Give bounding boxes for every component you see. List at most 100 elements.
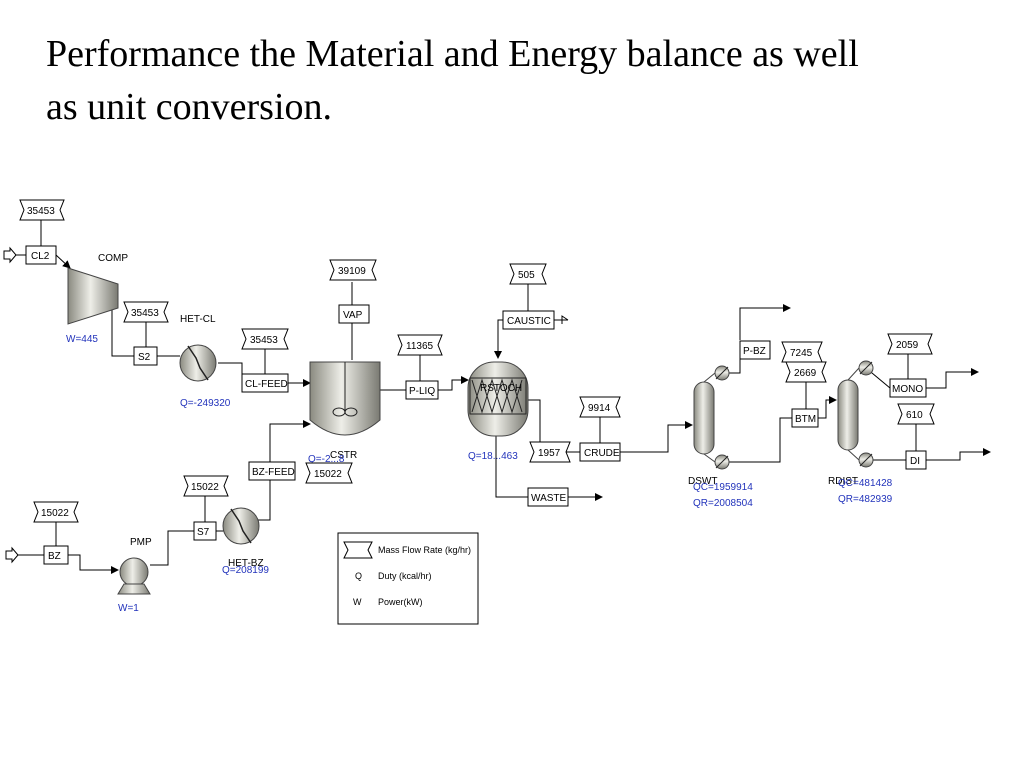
svg-text:S7: S7 bbox=[197, 527, 210, 538]
svg-text:7245: 7245 bbox=[790, 348, 813, 359]
column-rdist[interactable] bbox=[837, 360, 874, 468]
stream-crude[interactable]: CRUDE bbox=[579, 442, 621, 462]
flow-tag-cl-feed: 35453 bbox=[241, 328, 289, 374]
svg-text:35453: 35453 bbox=[131, 308, 159, 319]
stream-vap[interactable]: VAP bbox=[338, 304, 370, 324]
stream-s2[interactable]: S2 bbox=[133, 346, 158, 366]
pmp-label: PMP bbox=[130, 537, 152, 548]
svg-text:9914: 9914 bbox=[588, 403, 611, 414]
flow-tag-btm: 2669 bbox=[785, 361, 827, 409]
slide-title: Performance the Material and Energy bala… bbox=[46, 28, 996, 134]
het-bz-duty: Q=208199 bbox=[222, 565, 269, 576]
stream-p-bz[interactable]: P-BZ bbox=[739, 340, 771, 360]
svg-text:610: 610 bbox=[906, 410, 923, 421]
stream-lines bbox=[10, 254, 991, 574]
svg-text:15022: 15022 bbox=[314, 469, 342, 480]
legend-w-symbol: W bbox=[353, 597, 362, 607]
stream-caustic[interactable]: CAUSTIC bbox=[502, 310, 555, 330]
svg-text:DI: DI bbox=[910, 456, 920, 467]
svg-text:2059: 2059 bbox=[896, 340, 919, 351]
svg-text:CL-FEED: CL-FEED bbox=[245, 379, 288, 390]
flow-tag-caustic: 505 bbox=[509, 263, 547, 311]
het-cl-duty: Q=-249320 bbox=[180, 398, 231, 409]
het-bz-label: HET-BZ bbox=[228, 558, 264, 569]
svg-text:1957: 1957 bbox=[538, 448, 561, 459]
svg-text:11365: 11365 bbox=[406, 341, 434, 352]
svg-text:505: 505 bbox=[518, 270, 535, 281]
flow-tag-waste: 1957 bbox=[529, 441, 571, 463]
svg-text:BTM: BTM bbox=[795, 414, 816, 425]
stream-btm[interactable]: BTM bbox=[791, 408, 819, 428]
stream-cl-feed[interactable]: CL-FEED bbox=[241, 373, 289, 393]
caustic-inlet-arrow bbox=[561, 315, 569, 324]
stream-s7[interactable]: S7 bbox=[193, 521, 217, 541]
svg-text:P-LIQ: P-LIQ bbox=[409, 386, 435, 397]
svg-text:CL2: CL2 bbox=[31, 251, 50, 262]
flow-tag-bz: 15022 bbox=[33, 501, 79, 546]
stream-p-liq[interactable]: P-LIQ bbox=[405, 380, 439, 400]
flow-tag-vap: 39109 bbox=[329, 259, 377, 281]
cl2-inlet-arrow bbox=[3, 246, 17, 264]
flow-tag-mono: 2059 bbox=[887, 333, 933, 379]
dswt-condenser-duty: QC=1959914 bbox=[693, 482, 753, 493]
heater-het-bz[interactable] bbox=[222, 507, 260, 545]
cstr-duty: Q=-2...8 bbox=[308, 454, 345, 465]
stream-waste[interactable]: WASTE bbox=[527, 487, 569, 507]
rdist-label: RDIST bbox=[828, 476, 858, 487]
flow-tag-p-bz: 7245 bbox=[781, 341, 823, 363]
svg-text:35453: 35453 bbox=[250, 335, 278, 346]
svg-text:2669: 2669 bbox=[794, 368, 817, 379]
slide-title-line-2: as unit conversion. bbox=[46, 86, 333, 128]
het-cl-label: HET-CL bbox=[180, 314, 216, 325]
stream-bz-feed[interactable]: BZ-FEED bbox=[248, 461, 296, 481]
comp-power: W=445 bbox=[66, 334, 98, 345]
flow-tag-p-liq: 11365 bbox=[397, 334, 443, 381]
svg-text:35453: 35453 bbox=[27, 206, 55, 217]
flow-tag-di: 610 bbox=[897, 403, 935, 425]
flow-tag-cl2: 35453 bbox=[19, 199, 65, 246]
slide-title-line-1: Performance the Material and Energy bala… bbox=[46, 33, 859, 75]
legend-flow-tag-icon bbox=[343, 541, 373, 559]
column-dswt[interactable] bbox=[693, 365, 730, 470]
svg-text:VAP: VAP bbox=[343, 310, 363, 321]
legend-duty: Duty (kcal/hr) bbox=[378, 571, 432, 581]
rdist-condenser-duty: QC=481428 bbox=[838, 478, 893, 489]
svg-text:P-BZ: P-BZ bbox=[743, 346, 766, 357]
heater-het-cl[interactable] bbox=[179, 344, 217, 382]
svg-text:MONO: MONO bbox=[892, 384, 923, 395]
svg-text:15022: 15022 bbox=[41, 508, 69, 519]
legend-power: Power(kW) bbox=[378, 597, 423, 607]
rdist-reboiler-duty: QR=482939 bbox=[838, 494, 893, 505]
reactor-rstoch[interactable] bbox=[467, 361, 529, 437]
bz-inlet-arrow bbox=[5, 546, 19, 564]
dswt-reboiler-duty: QR=2008504 bbox=[693, 498, 753, 509]
stream-di[interactable]: DI bbox=[905, 450, 927, 470]
rstoch-duty: Q=18...463 bbox=[468, 451, 518, 462]
flow-tag-s2: 35453 bbox=[123, 301, 169, 347]
svg-text:BZ-FEED: BZ-FEED bbox=[252, 467, 295, 478]
stream-mono[interactable]: MONO bbox=[889, 378, 927, 398]
svg-text:CRUDE: CRUDE bbox=[584, 448, 620, 459]
svg-text:WASTE: WASTE bbox=[531, 493, 567, 504]
stream-cl2[interactable]: CL2 bbox=[25, 245, 57, 265]
svg-text:BZ: BZ bbox=[48, 551, 61, 562]
dswt-label: DSWT bbox=[688, 476, 717, 487]
pump-pmp[interactable] bbox=[117, 557, 151, 595]
rstoch-label: RSTOCH bbox=[480, 383, 522, 394]
legend-q-symbol: Q bbox=[355, 571, 362, 581]
stream-bz[interactable]: BZ bbox=[43, 545, 69, 565]
svg-text:CAUSTIC: CAUSTIC bbox=[507, 316, 551, 327]
pmp-power: W=1 bbox=[118, 603, 139, 614]
reactor-cstr[interactable] bbox=[309, 361, 381, 436]
flow-tag-crude: 9914 bbox=[579, 396, 621, 443]
legend: Mass Flow Rate (kg/hr) Q Duty (kcal/hr) … bbox=[337, 532, 479, 625]
compressor-comp[interactable] bbox=[67, 267, 119, 325]
svg-text:S2: S2 bbox=[138, 352, 151, 363]
legend-mass-flow: Mass Flow Rate (kg/hr) bbox=[378, 545, 471, 555]
flow-tag-bz-feed: 15022 bbox=[305, 462, 353, 484]
cstr-label: CSTR bbox=[330, 450, 357, 461]
svg-text:15022: 15022 bbox=[191, 482, 219, 493]
svg-text:39109: 39109 bbox=[338, 266, 366, 277]
flow-tag-s7: 15022 bbox=[183, 475, 229, 522]
